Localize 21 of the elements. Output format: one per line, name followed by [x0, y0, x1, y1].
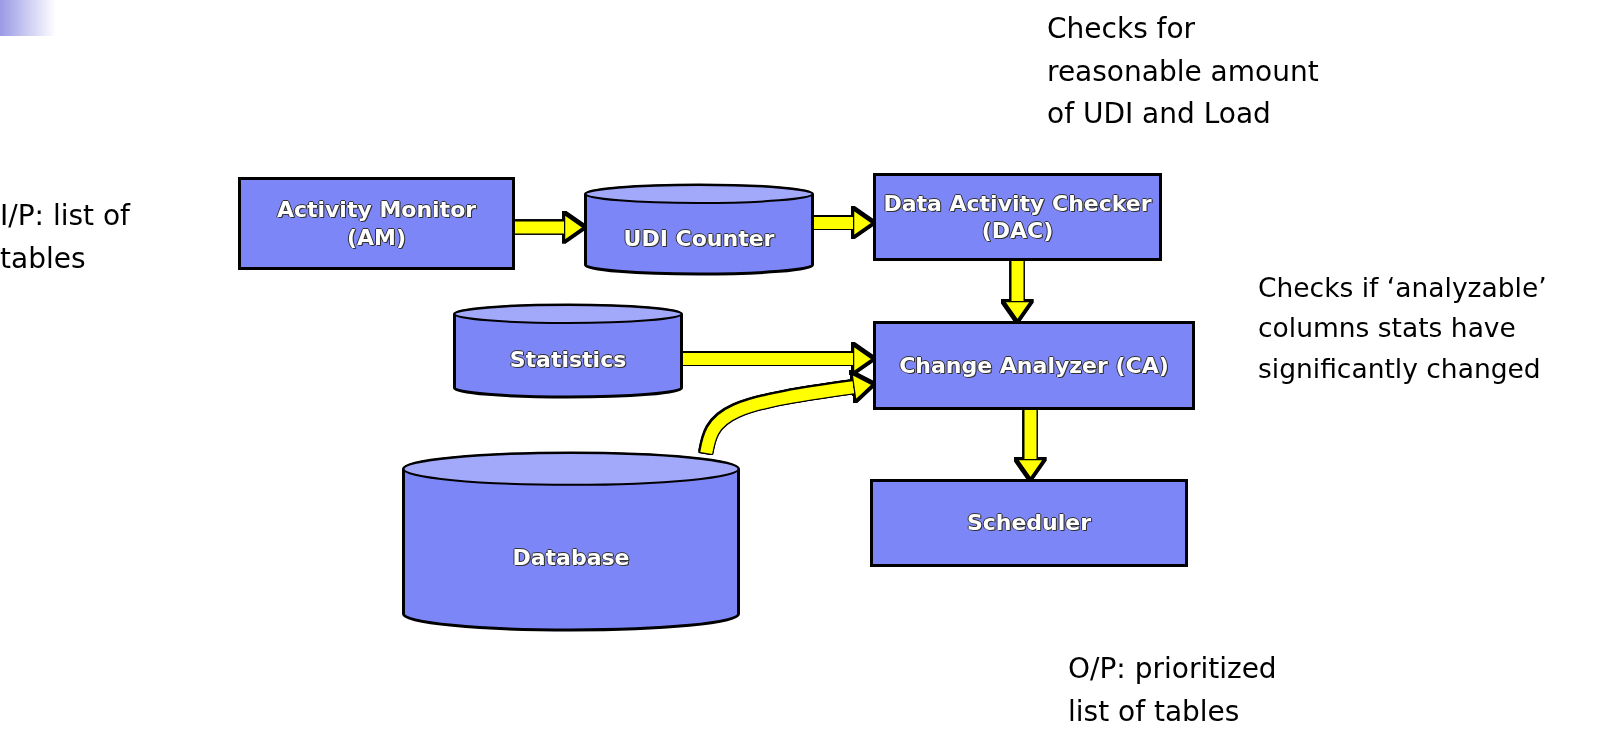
block-arrow [515, 212, 586, 243]
node-label: Statistics [508, 346, 628, 374]
annotation-text: O/P: prioritized list of tables [1068, 651, 1278, 730]
block-arrow [1015, 410, 1046, 481]
node-label: UDI Counter [622, 224, 776, 253]
node-label: Activity Monitor (AM) [275, 196, 478, 251]
annotation-text: Checks if ‘analyzable’ columns stats have significantly changed [1258, 271, 1548, 386]
block-arrow [700, 372, 875, 455]
annotation-text: Checks for reasonable amount of UDI and Load [1047, 11, 1320, 133]
annotation-text: I/P: list of tables [0, 198, 132, 277]
block-arrow [1002, 261, 1033, 323]
process-box [238, 177, 515, 270]
block-arrow [814, 207, 875, 239]
node-label: Scheduler [965, 509, 1093, 537]
block-arrow [683, 343, 875, 375]
node-label: Change Analyzer (CA) [898, 351, 1170, 380]
node-label: Database [511, 543, 631, 572]
node-label: Data Activity Checker (DAC) [882, 189, 1153, 245]
process-box [870, 479, 1188, 567]
process-box [873, 321, 1195, 410]
process-box [873, 173, 1162, 261]
